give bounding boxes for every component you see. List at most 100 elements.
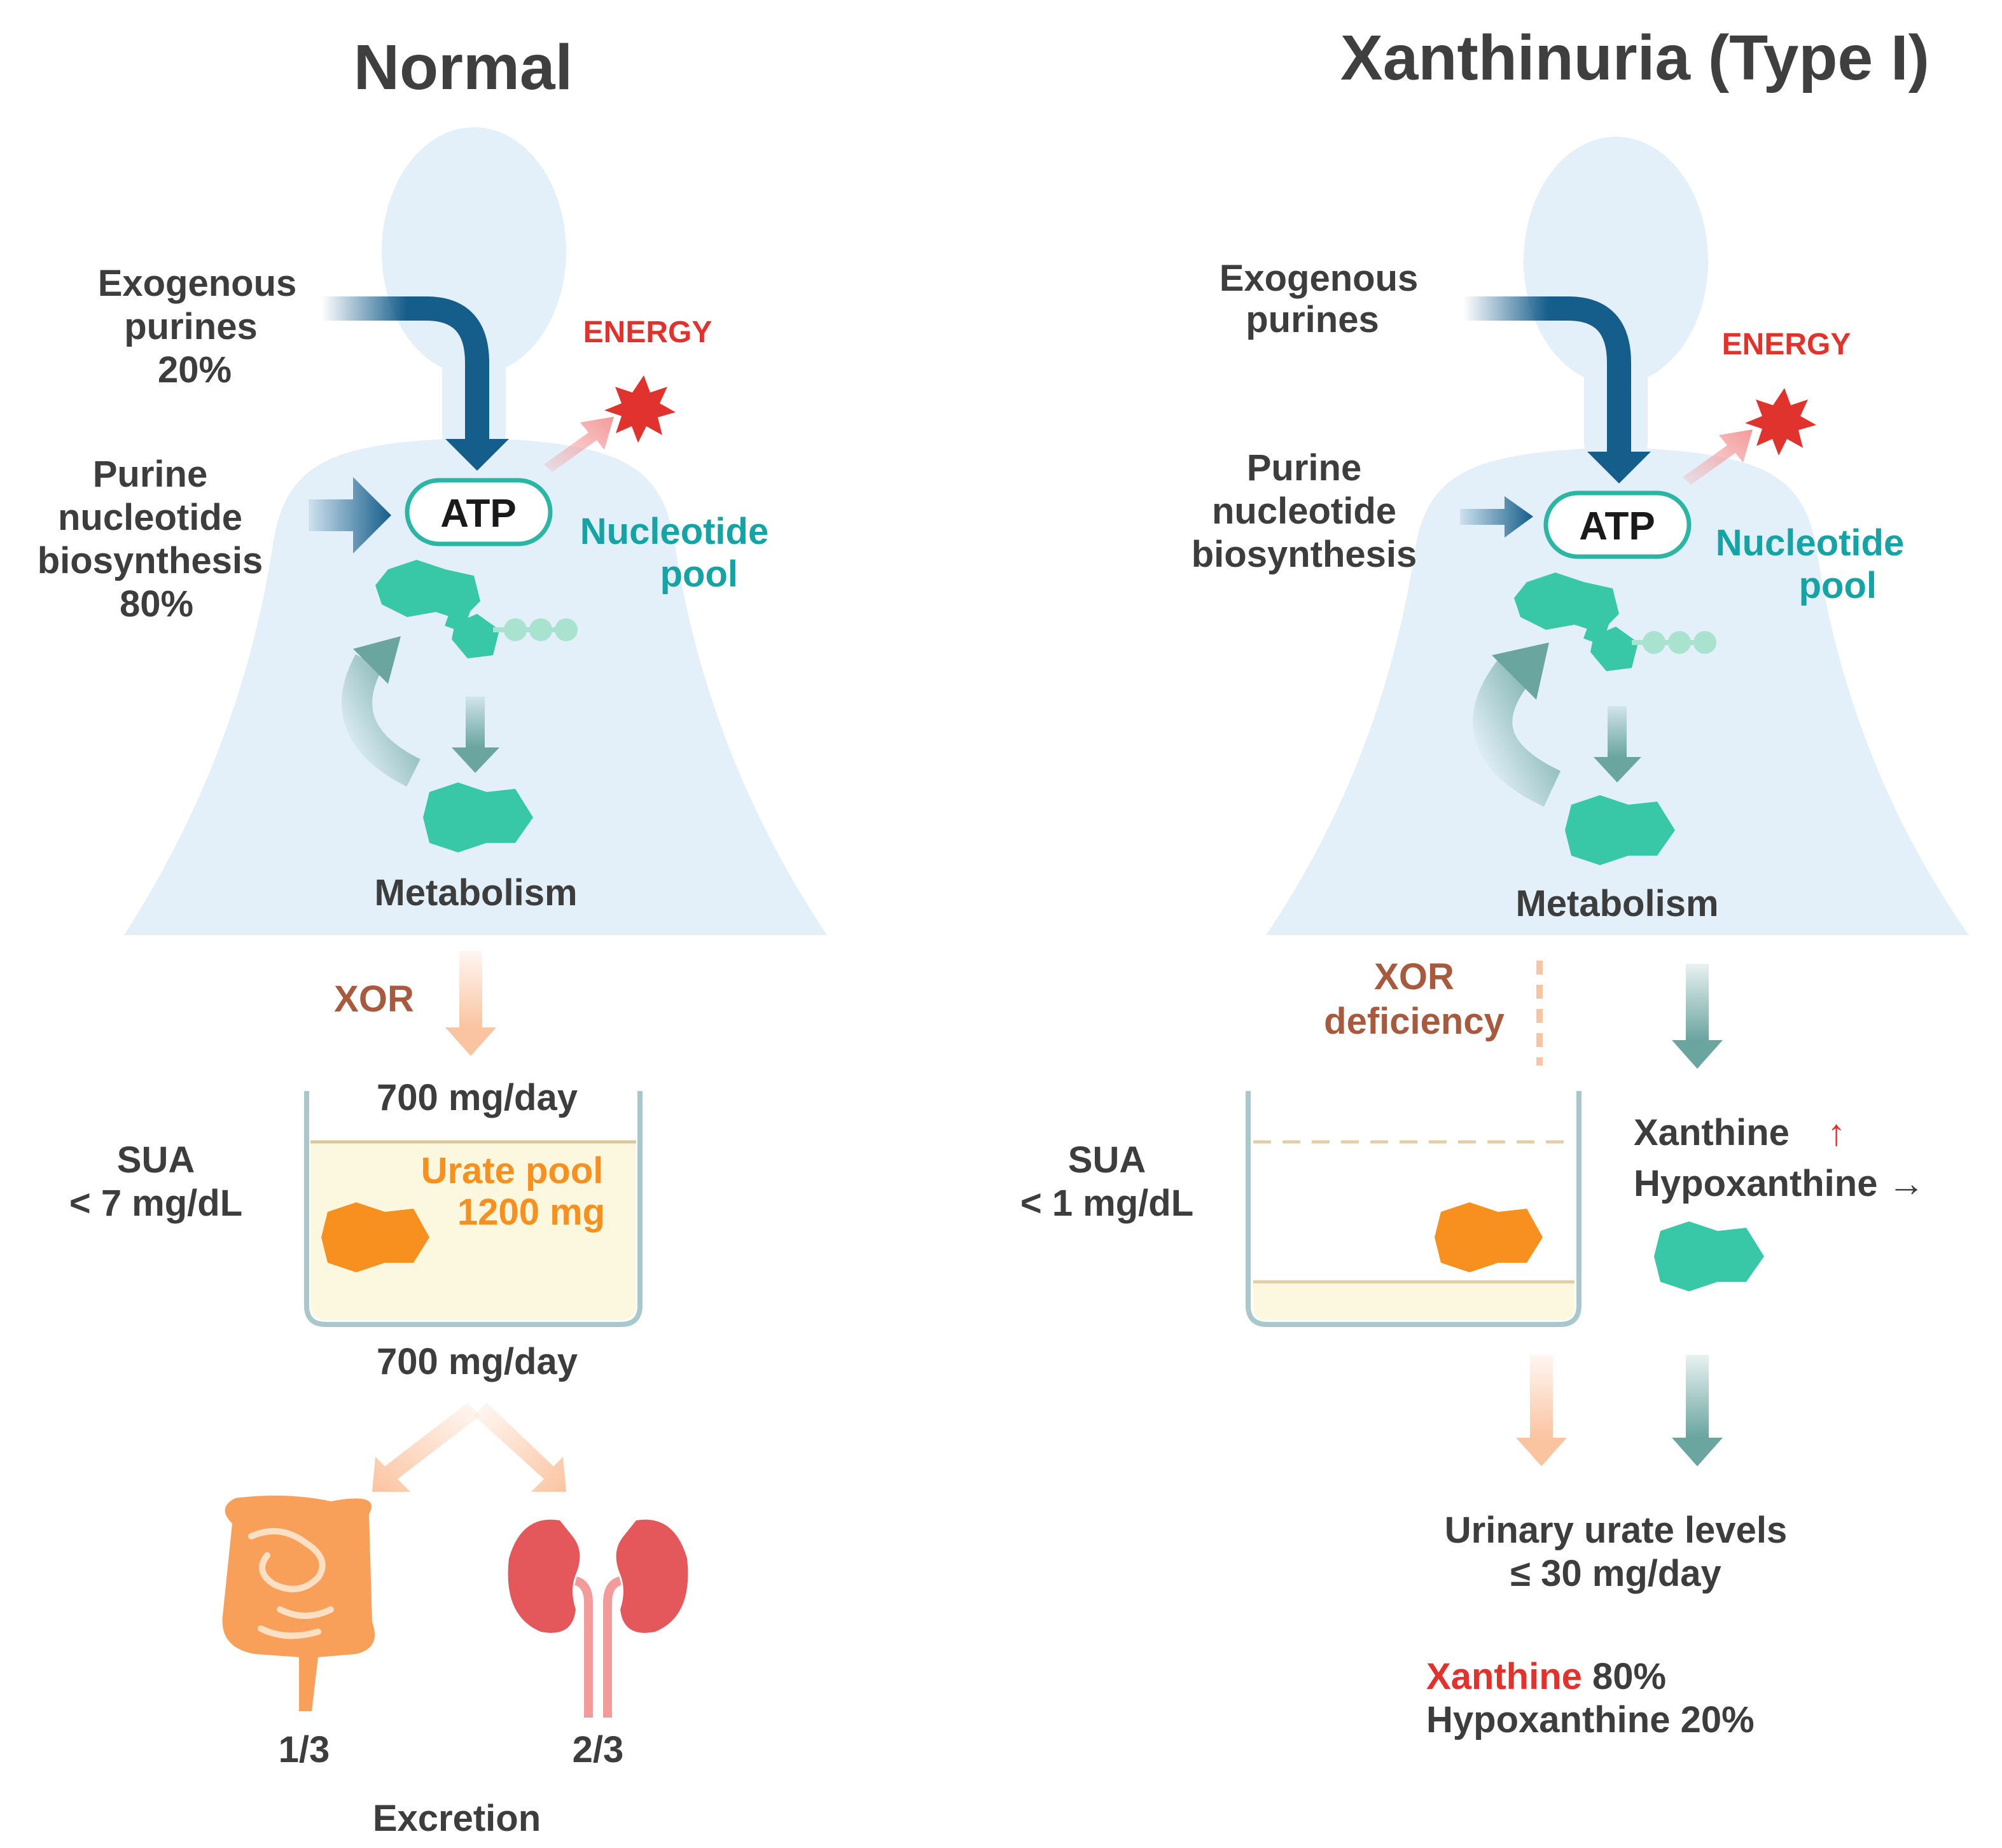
normal-input-rate: 700 mg/day xyxy=(377,1077,578,1118)
svg-text:Exogenous: Exogenous xyxy=(1220,258,1419,299)
normal-recycle-arrowhead xyxy=(353,636,401,684)
normal-output-rate: 700 mg/day xyxy=(377,1341,578,1382)
normal-metabolism-arrowhead xyxy=(452,747,499,773)
svg-text:Xanthine 80%: Xanthine 80% xyxy=(1426,1656,1666,1697)
xanthinuria-atp-pill xyxy=(1543,490,1692,559)
xanthinuria-purine-base xyxy=(1565,795,1675,865)
urate-excretion-arrowhead xyxy=(1516,1438,1567,1466)
svg-text:SUA: SUA xyxy=(1068,1139,1146,1181)
normal-purine-base xyxy=(423,782,533,852)
xanthinuria-sua-label: SUA < 1 mg/dL xyxy=(1020,1139,1193,1224)
normal-atp-pill xyxy=(405,478,553,546)
xanthinuria-atp-label: ATP xyxy=(1579,504,1655,548)
normal-panel: Normal Exogenous purines 20% Purine nucl… xyxy=(38,32,827,1839)
urinary-composition: Xanthine 80% Hypoxanthine 20% xyxy=(1426,1656,1755,1740)
svg-text:Nucleotide: Nucleotide xyxy=(1716,522,1905,564)
composition-xanthine-pct: 80% xyxy=(1582,1656,1666,1697)
xanthinuria-exogenous-arrow xyxy=(1463,296,1631,452)
svg-text:Urinary urate levels: Urinary urate levels xyxy=(1445,1510,1787,1551)
kidney-fraction: 2/3 xyxy=(573,1729,624,1770)
svg-text:Nucleotide: Nucleotide xyxy=(580,511,769,552)
normal-xor-label: XOR xyxy=(334,978,414,1020)
xanthinuria-recycle-arrowhead xyxy=(1492,643,1549,700)
normal-exogenous-arrowhead xyxy=(445,439,509,471)
svg-text:purines: purines xyxy=(1246,299,1379,340)
svg-text:Urate pool: Urate pool xyxy=(421,1150,604,1191)
xanthinuria-urate-beaker xyxy=(1246,1091,1581,1327)
normal-exogenous-arrow xyxy=(321,296,489,439)
hypoxanthine-trend-label: Hypoxanthine → xyxy=(1634,1163,1925,1204)
xor-deficiency-label: XOR deficiency xyxy=(1324,956,1505,1042)
normal-biosynthesis-label: Purine nucleotide biosynthesis 80% xyxy=(38,454,263,625)
xanthinuria-metabolism-label: Metabolism xyxy=(1515,883,1718,924)
normal-xor-arrowhead xyxy=(445,1027,496,1056)
xanthinuria-biosynthesis-arrow xyxy=(1460,496,1533,538)
normal-nucleotide-molecule xyxy=(375,560,578,658)
composition-hypoxanthine: Hypoxanthine 20% xyxy=(1426,1699,1755,1740)
normal-title: Normal xyxy=(354,32,573,103)
xanthinuria-energy-label: ENERGY xyxy=(1722,328,1851,361)
xanthine-trend-label: Xanthine ↑ xyxy=(1634,1112,1846,1153)
urate-excretion-arrow xyxy=(1530,1355,1553,1438)
normal-exogenous-label: Exogenous purines 20% xyxy=(98,263,297,391)
normal-energy-label: ENERGY xyxy=(583,316,713,349)
urinary-urate-label: Urinary urate levels ≤ 30 mg/day xyxy=(1445,1510,1787,1594)
gut-icon xyxy=(222,1496,375,1711)
xanthinuria-biosynthesis-label: Purine nucleotide biosynthesis xyxy=(1192,447,1417,575)
excretion-label: Excretion xyxy=(373,1798,541,1839)
svg-text:pool: pool xyxy=(1799,565,1877,606)
normal-recycle-arrow xyxy=(342,654,421,787)
composition-xanthine-label: Xanthine xyxy=(1426,1656,1582,1697)
xanthinuria-energy-arrow xyxy=(1683,429,1753,485)
xanthinuria-exogenous-label: Exogenous purines xyxy=(1220,258,1419,340)
svg-text:Xanthine: Xanthine xyxy=(1634,1112,1790,1153)
normal-atp-label: ATP xyxy=(440,492,516,536)
normal-energy-star-icon xyxy=(604,375,676,443)
svg-text:< 7 mg/dL: < 7 mg/dL xyxy=(69,1183,242,1224)
xanthinuria-energy-star-icon xyxy=(1745,388,1816,455)
svg-text:Purine: Purine xyxy=(1247,447,1362,489)
normal-split-arrows xyxy=(372,1403,566,1492)
svg-text:XOR: XOR xyxy=(1374,956,1454,997)
svg-text:< 1 mg/dL: < 1 mg/dL xyxy=(1020,1183,1193,1224)
svg-text:biosynthesis: biosynthesis xyxy=(38,540,263,581)
xanthine-flow-arrowhead xyxy=(1672,1040,1723,1069)
svg-text:purines: purines xyxy=(124,306,258,347)
svg-text:biosynthesis: biosynthesis xyxy=(1192,534,1417,575)
normal-urate-beaker xyxy=(304,1091,643,1327)
svg-text:Exogenous: Exogenous xyxy=(98,263,297,304)
normal-nucleotide-pool-label: Nucleotide pool xyxy=(580,511,769,595)
gut-fraction: 1/3 xyxy=(279,1729,330,1770)
normal-metabolism-label: Metabolism xyxy=(374,872,577,914)
normal-sua-label: SUA < 7 mg/dL xyxy=(69,1139,242,1224)
xanthinuria-recycle-arrow xyxy=(1473,658,1561,807)
xanthinuria-nucleotide-pool-label: Nucleotide pool xyxy=(1716,522,1905,606)
svg-text:1200 mg: 1200 mg xyxy=(457,1191,605,1233)
xanthinuria-metabolism-arrow xyxy=(1608,706,1627,757)
svg-text:nucleotide: nucleotide xyxy=(1212,490,1396,532)
svg-text:nucleotide: nucleotide xyxy=(58,497,242,538)
svg-text:Purine: Purine xyxy=(93,454,208,495)
svg-text:pool: pool xyxy=(660,553,738,595)
xanthinuria-nucleotide-molecule xyxy=(1514,573,1716,671)
normal-urate-molecule xyxy=(321,1202,429,1272)
xanthinuria-panel: Xanthinuria (Type I) Exogenous purines P… xyxy=(1020,22,1969,1740)
normal-energy-arrow xyxy=(544,417,614,472)
svg-text:80%: 80% xyxy=(120,583,193,625)
xanthinuria-metabolism-arrowhead xyxy=(1594,757,1641,782)
xanthine-excretion-arrow xyxy=(1686,1355,1709,1438)
normal-urate-pool-label: Urate pool 1200 mg xyxy=(421,1150,605,1233)
svg-text:≤ 30 mg/day: ≤ 30 mg/day xyxy=(1510,1553,1721,1594)
svg-text:20%: 20% xyxy=(158,349,232,391)
normal-metabolism-arrow xyxy=(466,697,485,747)
xanthine-molecule xyxy=(1654,1221,1764,1291)
xanthinuria-urate-molecule xyxy=(1435,1202,1543,1272)
xanthine-excretion-arrowhead xyxy=(1672,1438,1723,1466)
svg-text:SUA: SUA xyxy=(117,1139,195,1181)
xanthinuria-exogenous-arrowhead xyxy=(1587,452,1651,483)
normal-biosynthesis-arrow xyxy=(309,477,391,553)
xanthine-flow-arrow xyxy=(1686,964,1709,1040)
svg-text:deficiency: deficiency xyxy=(1324,1001,1505,1042)
xanthinuria-title: Xanthinuria (Type I) xyxy=(1340,22,1929,94)
